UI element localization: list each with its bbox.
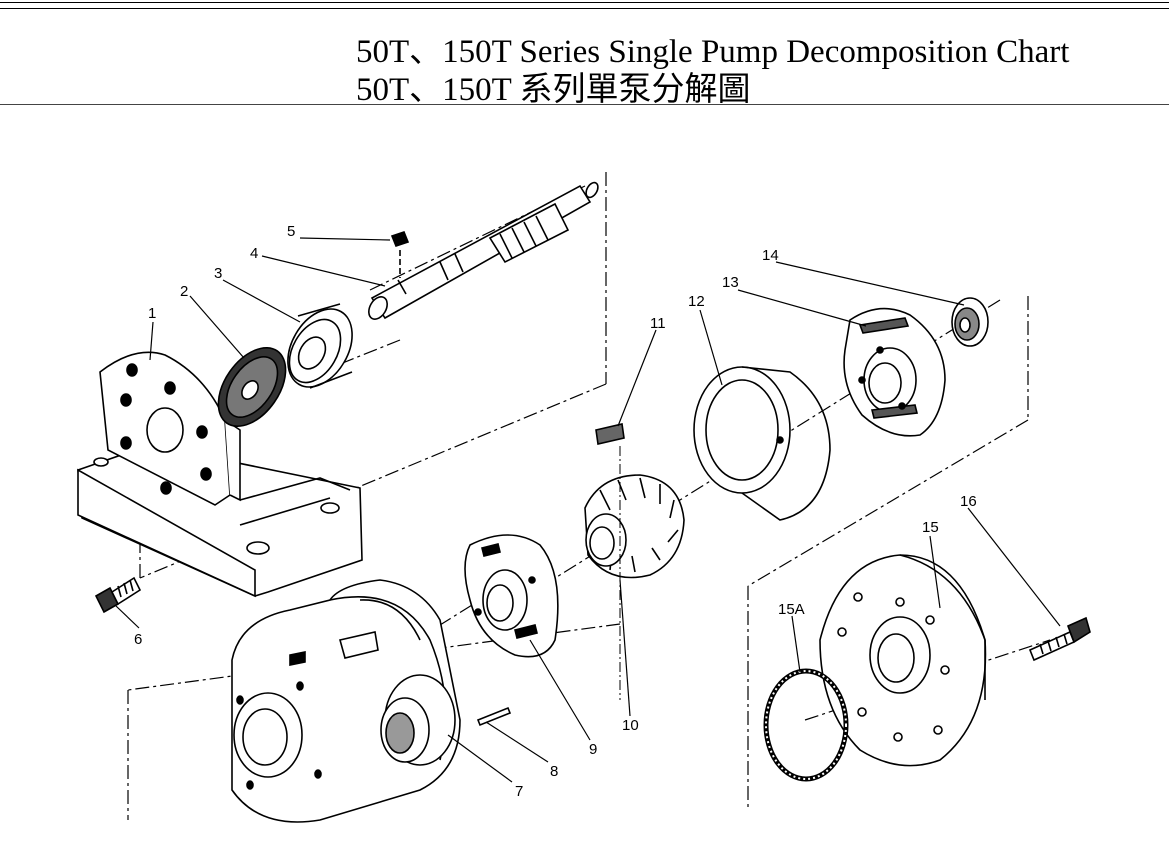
part-12-cam-ring [693, 366, 831, 521]
part-3-bearing [287, 303, 353, 389]
part-labels: 1 2 3 4 5 6 7 8 9 10 11 12 13 14 15 15A … [134, 223, 977, 800]
label-part-16: 16 [960, 493, 977, 510]
label-part-5: 5 [287, 223, 295, 240]
part-1-mounting-bracket [77, 351, 363, 598]
part-2-oil-seal [217, 346, 287, 428]
part-7-pump-body [231, 579, 461, 823]
top-rule-inner [0, 8, 1169, 9]
label-part-4: 4 [250, 245, 258, 262]
part-16-bolt [1028, 616, 1091, 662]
label-part-8: 8 [550, 763, 558, 780]
label-part-12: 12 [688, 293, 705, 310]
part-4-shaft [368, 181, 599, 320]
top-rule [0, 2, 1169, 3]
part-15a-gasket [763, 668, 849, 782]
label-part-10: 10 [622, 717, 639, 734]
exploded-view-diagram: 1 2 3 4 5 6 7 8 9 10 11 12 13 14 15 15A … [77, 172, 1091, 823]
part-8-dowel-pin [476, 706, 512, 727]
part-5-key [390, 231, 410, 278]
label-part-9: 9 [589, 741, 597, 758]
label-part-6: 6 [134, 631, 142, 648]
part-14-bearing [951, 297, 989, 347]
title-chinese: 50T、150T 系列單泵分解圖 [356, 72, 751, 108]
label-part-3: 3 [214, 265, 222, 282]
label-part-15a: 15A [778, 601, 805, 618]
part-9-side-plate [464, 534, 559, 658]
part-15-end-cover [819, 554, 987, 767]
part-6-screw [94, 576, 142, 614]
part-11-vane [595, 423, 625, 700]
title-english: 50T、150T Series Single Pump Decompositio… [356, 34, 1070, 70]
leader-lines [115, 237, 1061, 783]
header-rule [0, 104, 1169, 105]
label-part-1: 1 [148, 305, 156, 322]
label-part-2: 2 [180, 283, 188, 300]
label-part-15: 15 [922, 519, 939, 536]
label-part-7: 7 [515, 783, 523, 800]
label-part-11: 11 [650, 315, 666, 332]
header: 50T、150T Series Single Pump Decompositio… [0, 0, 1169, 108]
part-13-side-plate [843, 307, 946, 437]
part-10-rotor [584, 474, 685, 579]
label-part-13: 13 [722, 274, 739, 291]
label-part-14: 14 [762, 247, 779, 264]
